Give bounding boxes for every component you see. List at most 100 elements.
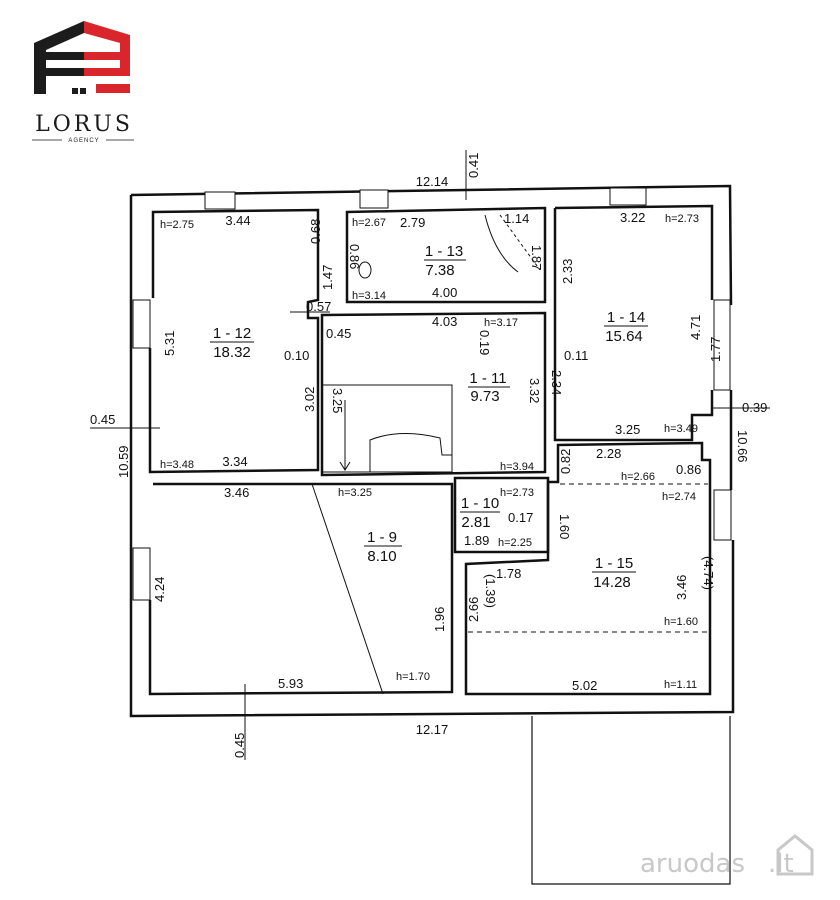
height-r12-a: h=2.75 <box>160 219 194 231</box>
dim-r15-139: (1.39) <box>483 574 498 608</box>
dim-r14-471: 4.71 <box>688 315 703 340</box>
dim-r13-279: 2.79 <box>400 215 425 230</box>
height-r13-a: h=2.67 <box>352 217 386 229</box>
dim-r15-228: 2.28 <box>596 446 621 461</box>
room-9-outline <box>148 482 454 696</box>
stair-core <box>369 432 452 472</box>
room-15-area: 14.28 <box>593 574 631 591</box>
logo-dark-bar <box>46 68 84 76</box>
dim-r13-114: 1.14 <box>504 211 529 226</box>
dim-right-total: 10.66 <box>735 430 750 463</box>
height-r14-b: h=3.49 <box>664 423 698 435</box>
room-15-code: 1 - 15 <box>595 555 633 572</box>
room-13-code: 1 - 13 <box>425 243 463 260</box>
dim-r15-474: (4.74) <box>701 556 716 590</box>
dim-r15-160: 1.60 <box>557 514 572 539</box>
dim-r12-bottom: 3.34 <box>222 454 247 469</box>
room-11-outline <box>320 311 547 477</box>
dim-r11-019: 0.19 <box>477 330 492 355</box>
height-r9-a: h=3.25 <box>338 487 372 499</box>
height-r10-b: h=2.25 <box>498 537 532 549</box>
dim-left-total: 10.59 <box>116 445 131 478</box>
window <box>132 299 151 349</box>
dim-r10-017: 0.17 <box>508 510 533 525</box>
dim-r12-010: 0.10 <box>284 348 309 363</box>
room-12-code: 1 - 12 <box>213 325 251 342</box>
stair-outline <box>322 384 453 473</box>
room-10-code: 1 - 10 <box>461 495 499 512</box>
height-r13-b: h=3.14 <box>352 290 386 302</box>
dim-top-041: 0.41 <box>466 153 481 178</box>
room-13-outline <box>345 206 547 304</box>
logo-red-mark <box>84 21 130 75</box>
height-r10-a: h=2.73 <box>500 487 534 499</box>
room-11-code: 1 - 11 <box>469 370 506 387</box>
slope-line <box>311 483 384 695</box>
room-labels: 1 - 12 18.32 1 - 13 7.38 1 - 14 15.64 1 … <box>210 243 648 591</box>
ceiling-heights: h=2.75 h=3.48 h=2.67 h=3.14 h=2.73 h=3.4… <box>160 213 699 691</box>
dim-r11-234: 2.34 <box>549 370 564 395</box>
dim-r14-233: 2.33 <box>560 259 575 284</box>
room-9-area: 8.10 <box>367 548 396 565</box>
dim-left-045: 0.45 <box>90 412 115 427</box>
window <box>204 191 236 210</box>
height-r15-d: h=1.11 <box>664 679 697 691</box>
logo-name: LORUS <box>35 112 133 137</box>
height-r15-c: h=1.60 <box>664 616 698 628</box>
shower-diagonal <box>499 214 541 271</box>
shower-arc <box>484 214 519 273</box>
room-12-area: 18.32 <box>213 344 251 361</box>
logo-red-bar <box>96 84 130 93</box>
logo-subtitle: AGENCY <box>68 138 99 144</box>
dim-r12-top: 3.44 <box>225 213 250 228</box>
dim-r11-332: 3.32 <box>527 378 542 403</box>
dim-r15-086: 0.86 <box>676 462 701 477</box>
dim-r11-403: 4.03 <box>432 314 457 329</box>
logo-red-bar <box>84 52 120 60</box>
dim-r14-bottom: 3.25 <box>615 422 640 437</box>
toilet-icon <box>358 261 372 279</box>
height-r12-b: h=3.48 <box>160 459 194 471</box>
window <box>132 547 151 601</box>
logo-dark-square <box>72 88 78 94</box>
room-14-code: 1 - 14 <box>607 309 645 326</box>
dim-r9-424: 4.24 <box>152 577 167 602</box>
house-icon <box>776 834 814 876</box>
dim-r12-045b: 0.45 <box>326 326 351 341</box>
dim-r9-346: 3.46 <box>224 485 249 500</box>
window <box>609 187 647 206</box>
room-10-outline <box>453 476 550 554</box>
room-14-outline <box>553 204 714 442</box>
dim-bottom-total: 12.17 <box>416 722 449 737</box>
logo-dark-mark <box>34 21 84 94</box>
room-11-area: 9.73 <box>470 388 499 405</box>
dim-right-039: 0.39 <box>742 400 767 415</box>
dim-bottom-045: 0.45 <box>232 733 247 758</box>
dim-r12-147: 1.47 <box>320 265 335 290</box>
room-10-area: 2.81 <box>461 514 490 531</box>
window <box>713 299 731 391</box>
height-r14-a: h=2.73 <box>665 213 699 225</box>
room-9-code: 1 - 9 <box>367 529 397 546</box>
stairs <box>322 384 453 473</box>
dim-r9-196: 1.96 <box>432 607 447 632</box>
height-r11-b: h=3.94 <box>500 461 534 473</box>
logo-dark-square <box>80 88 86 94</box>
aruodas-watermark: aruodas .lt <box>640 834 814 879</box>
outer-wall-outline <box>129 184 735 718</box>
dim-r12-068: 0.68 <box>308 219 323 244</box>
dim-r15-178: 1.78 <box>496 566 521 581</box>
logo-red-bar <box>84 68 130 76</box>
bath-fixtures <box>358 214 541 279</box>
dim-r13-400: 4.00 <box>432 285 457 300</box>
room-12-outline <box>148 208 320 474</box>
dim-r12-057: 0.57 <box>306 299 331 314</box>
room-13-area: 7.38 <box>425 262 454 279</box>
height-r9-b: h=1.70 <box>396 671 430 683</box>
watermark-text: aruodas <box>640 849 745 879</box>
window <box>713 489 732 541</box>
logo-dark-bar <box>46 52 84 60</box>
dim-r15-266: 2.66 <box>466 597 481 622</box>
walls <box>129 184 735 885</box>
dim-r12-531: 5.31 <box>162 331 177 356</box>
